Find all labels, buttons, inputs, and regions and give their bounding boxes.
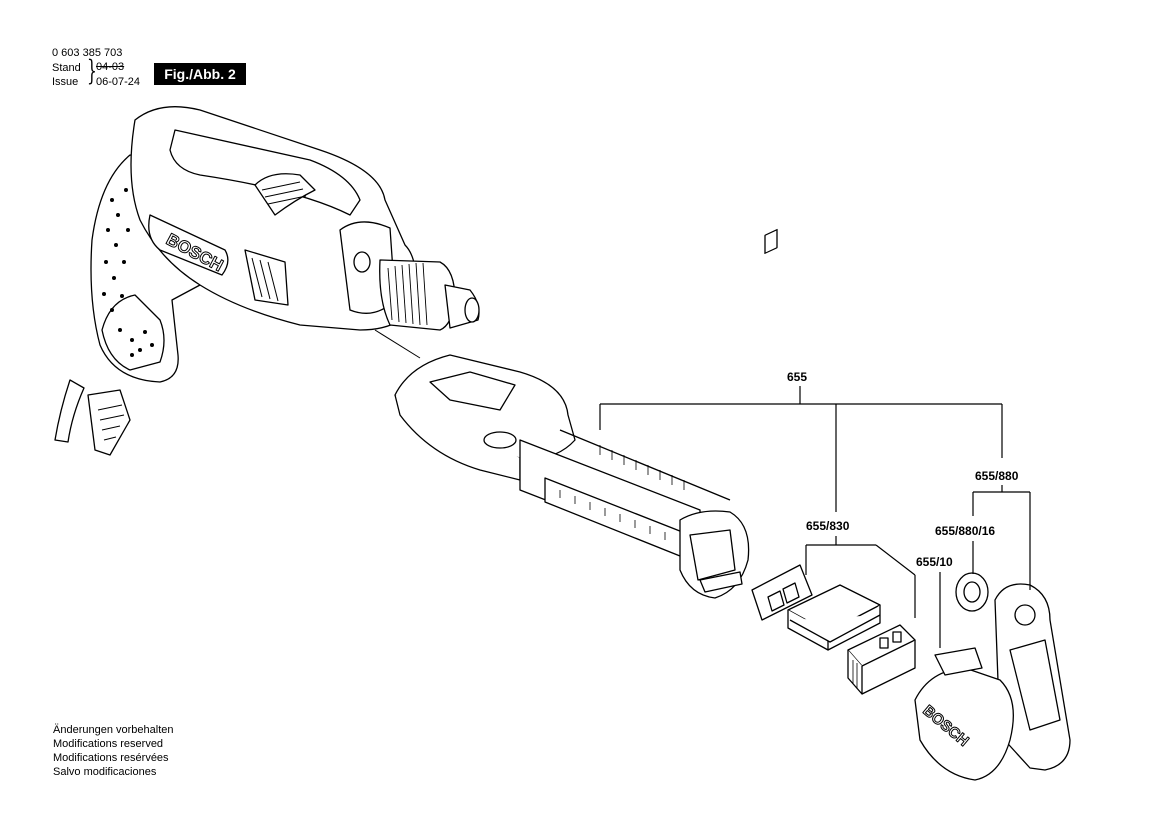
leader-lines — [599, 386, 1031, 648]
document-number: 0 603 385 703 — [52, 47, 123, 59]
part-label-655-830: 655/830 — [806, 519, 850, 533]
brace-glyph: } — [87, 54, 97, 87]
note-english: Modifications reserved — [53, 738, 164, 750]
note-french: Modifications resérvées — [53, 752, 169, 764]
modification-notes: Änderungen vorbehalten Modifications res… — [53, 723, 173, 779]
dust-extraction-attachment — [394, 354, 750, 599]
part-label-655: 655 — [787, 370, 807, 384]
part-label-655-880-16: 655/880/16 — [935, 524, 995, 538]
issue-label: Issue — [52, 76, 79, 88]
part-label-655-10: 655/10 — [916, 555, 953, 569]
note-spanish: Salvo modificaciones — [53, 766, 157, 778]
filter-set — [751, 228, 916, 695]
stand-label: Stand — [52, 62, 81, 74]
note-german: Änderungen vorbehalten — [53, 724, 174, 736]
part-label-655-880: 655/880 — [975, 469, 1019, 483]
issue-date: 06-07-24 — [96, 76, 141, 88]
figure-badge: Fig./Abb. 2 — [154, 63, 246, 85]
drill-illustration: BOSCH — [54, 106, 480, 456]
depth-stop-assembly: BOSCH — [914, 572, 1071, 781]
stand-date: 04-03 — [96, 61, 125, 73]
